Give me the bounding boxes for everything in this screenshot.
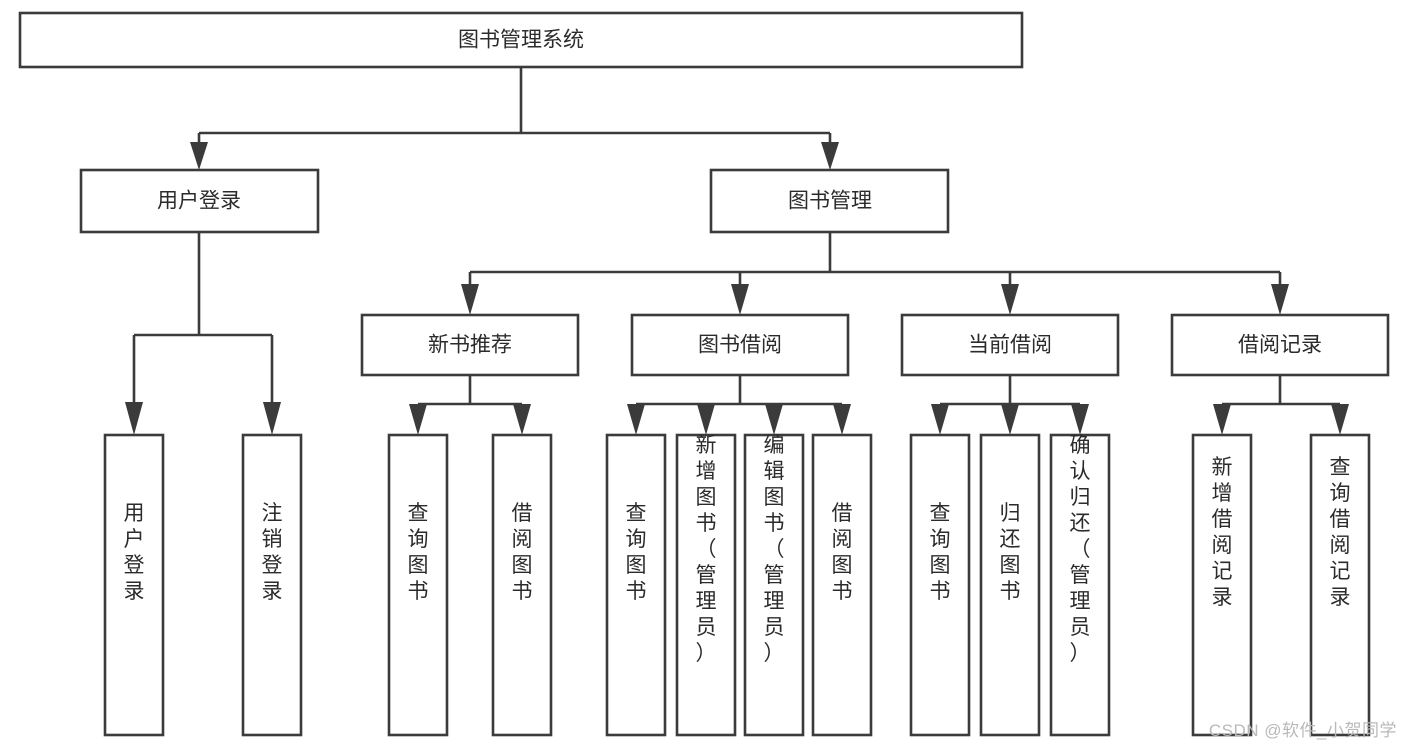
- arrowhead-book-mgmt-c0: [461, 284, 479, 315]
- node-root[interactable]: 图书管理系统: [18, 11, 1024, 69]
- node-book-borrow-box[interactable]: [630, 313, 850, 377]
- arrowhead-root-to-user-login: [190, 142, 208, 170]
- node-user-login[interactable]: 用户登录: [79, 168, 320, 234]
- node-book-management-label: 图书管理: [788, 190, 872, 213]
- node-book-management[interactable]: 图书管理: [709, 168, 950, 234]
- node-leaf-user-login-0-label: 用户登录: [124, 502, 145, 603]
- node-leaf-current-borrow-0-box[interactable]: [909, 433, 971, 737]
- node-leaf-book-borrow-1-box[interactable]: [675, 433, 737, 737]
- node-leaf-new-book-0-label: 查询图书: [408, 502, 429, 603]
- node-borrow-record[interactable]: 借阅记录: [1170, 313, 1390, 377]
- node-leaf-current-borrow-2-box[interactable]: [1049, 433, 1111, 737]
- connector-group-root: [190, 67, 839, 170]
- node-current-borrow-label: 当前借阅: [968, 334, 1052, 357]
- node-leaf-user-login-1-label: 注销登录: [262, 502, 283, 603]
- connector-group-book-borrow: [627, 375, 851, 435]
- node-leaf-new-book-0-box[interactable]: [387, 433, 449, 737]
- node-leaf-new-book-1-box[interactable]: [491, 433, 553, 737]
- node-leaf-borrow-record-0[interactable]: 新增借阅记录: [1191, 433, 1253, 737]
- arrowhead-new-book-leaf-0: [409, 404, 427, 435]
- node-leaf-current-borrow-1-box[interactable]: [979, 433, 1041, 737]
- arrowhead-new-book-leaf-1: [513, 404, 531, 435]
- node-leaf-book-borrow-0-box[interactable]: [605, 433, 667, 737]
- arrowhead-current-borrow-leaf-1: [1001, 404, 1019, 435]
- node-leaf-current-borrow-0[interactable]: 查询图书: [909, 433, 971, 737]
- node-leaf-borrow-record-0-box[interactable]: [1191, 433, 1253, 737]
- node-leaf-book-borrow-3[interactable]: 借阅图书: [811, 433, 873, 737]
- node-leaf-current-borrow-1-label: 归还图书: [1000, 502, 1021, 603]
- node-leaf-book-borrow-2[interactable]: 编辑图书（管理员）: [743, 433, 805, 737]
- connector-group-book-mgmt: [461, 232, 1289, 315]
- node-book-borrow-label: 图书借阅: [698, 334, 782, 357]
- node-leaf-book-borrow-2-label: 编辑图书（管理员）: [764, 434, 785, 665]
- node-leaf-new-book-0[interactable]: 查询图书: [387, 433, 449, 737]
- connector-group-user-login: [125, 232, 281, 435]
- node-root-label: 图书管理系统: [458, 29, 584, 52]
- arrowhead-book-mgmt-c1: [731, 284, 749, 315]
- node-new-book-recommend-box[interactable]: [360, 313, 580, 377]
- connector-group-current-borrow: [931, 375, 1089, 435]
- arrowhead-borrow-record-leaf-1: [1331, 404, 1349, 435]
- node-borrow-record-box[interactable]: [1170, 313, 1390, 377]
- node-user-login-box[interactable]: [79, 168, 320, 234]
- connector-group-borrow-record: [1213, 375, 1349, 435]
- arrowhead-book-borrow-leaf-0: [627, 404, 645, 435]
- node-root-box[interactable]: [18, 11, 1024, 69]
- node-leaf-book-borrow-0[interactable]: 查询图书: [605, 433, 667, 737]
- arrowhead-book-borrow-leaf-2: [765, 404, 783, 435]
- node-leaf-user-login-1-box[interactable]: [241, 433, 303, 737]
- node-borrow-record-label: 借阅记录: [1238, 334, 1322, 357]
- node-leaf-book-borrow-2-box[interactable]: [743, 433, 805, 737]
- node-current-borrow[interactable]: 当前借阅: [900, 313, 1120, 377]
- node-leaf-book-borrow-3-label: 借阅图书: [832, 502, 853, 603]
- node-current-borrow-box[interactable]: [900, 313, 1120, 377]
- node-leaf-user-login-1[interactable]: 注销登录: [241, 433, 303, 737]
- node-leaf-book-borrow-0-label: 查询图书: [626, 502, 647, 603]
- node-new-book-recommend[interactable]: 新书推荐: [360, 313, 580, 377]
- node-leaf-borrow-record-1-box[interactable]: [1309, 433, 1371, 737]
- node-leaf-current-borrow-0-label: 查询图书: [930, 502, 951, 603]
- node-leaf-new-book-1-label: 借阅图书: [512, 502, 533, 603]
- node-book-management-box[interactable]: [709, 168, 950, 234]
- node-leaf-current-borrow-2-label: 确认归还（管理员）: [1070, 434, 1091, 665]
- arrowhead-current-borrow-leaf-0: [931, 404, 949, 435]
- node-user-login-label: 用户登录: [157, 190, 241, 213]
- arrowhead-root-to-book-mgmt: [821, 142, 839, 170]
- arrowhead-user-login-leaf-1: [263, 402, 281, 435]
- node-leaf-current-borrow-2[interactable]: 确认归还（管理员）: [1049, 433, 1111, 737]
- node-leaf-book-borrow-3-box[interactable]: [811, 433, 873, 737]
- node-new-book-recommend-label: 新书推荐: [428, 334, 512, 357]
- connector-group-new-book: [409, 375, 531, 435]
- arrowhead-user-login-leaf-0: [125, 402, 143, 435]
- node-leaf-book-borrow-1-label: 新增图书（管理员）: [696, 434, 717, 665]
- node-book-borrow[interactable]: 图书借阅: [630, 313, 850, 377]
- node-leaf-borrow-record-1-label: 查询借阅记录: [1330, 456, 1351, 609]
- arrowhead-book-borrow-leaf-3: [833, 404, 851, 435]
- node-leaf-book-borrow-1[interactable]: 新增图书（管理员）: [675, 433, 737, 737]
- node-leaf-user-login-0-box[interactable]: [103, 433, 165, 737]
- arrowhead-book-mgmt-c2: [1001, 284, 1019, 315]
- arrowhead-book-mgmt-c3: [1271, 284, 1289, 315]
- arrowhead-book-borrow-leaf-1: [697, 404, 715, 435]
- node-leaf-borrow-record-1[interactable]: 查询借阅记录: [1309, 433, 1371, 737]
- csdn-watermark: CSDN @软件_小贺同学: [1208, 721, 1397, 740]
- node-leaf-user-login-0[interactable]: 用户登录: [103, 433, 165, 737]
- node-leaf-current-borrow-1[interactable]: 归还图书: [979, 433, 1041, 737]
- arrowhead-borrow-record-leaf-0: [1213, 404, 1231, 435]
- node-leaf-new-book-1[interactable]: 借阅图书: [491, 433, 553, 737]
- arrowhead-current-borrow-leaf-2: [1071, 404, 1089, 435]
- node-leaf-borrow-record-0-label: 新增借阅记录: [1212, 456, 1233, 609]
